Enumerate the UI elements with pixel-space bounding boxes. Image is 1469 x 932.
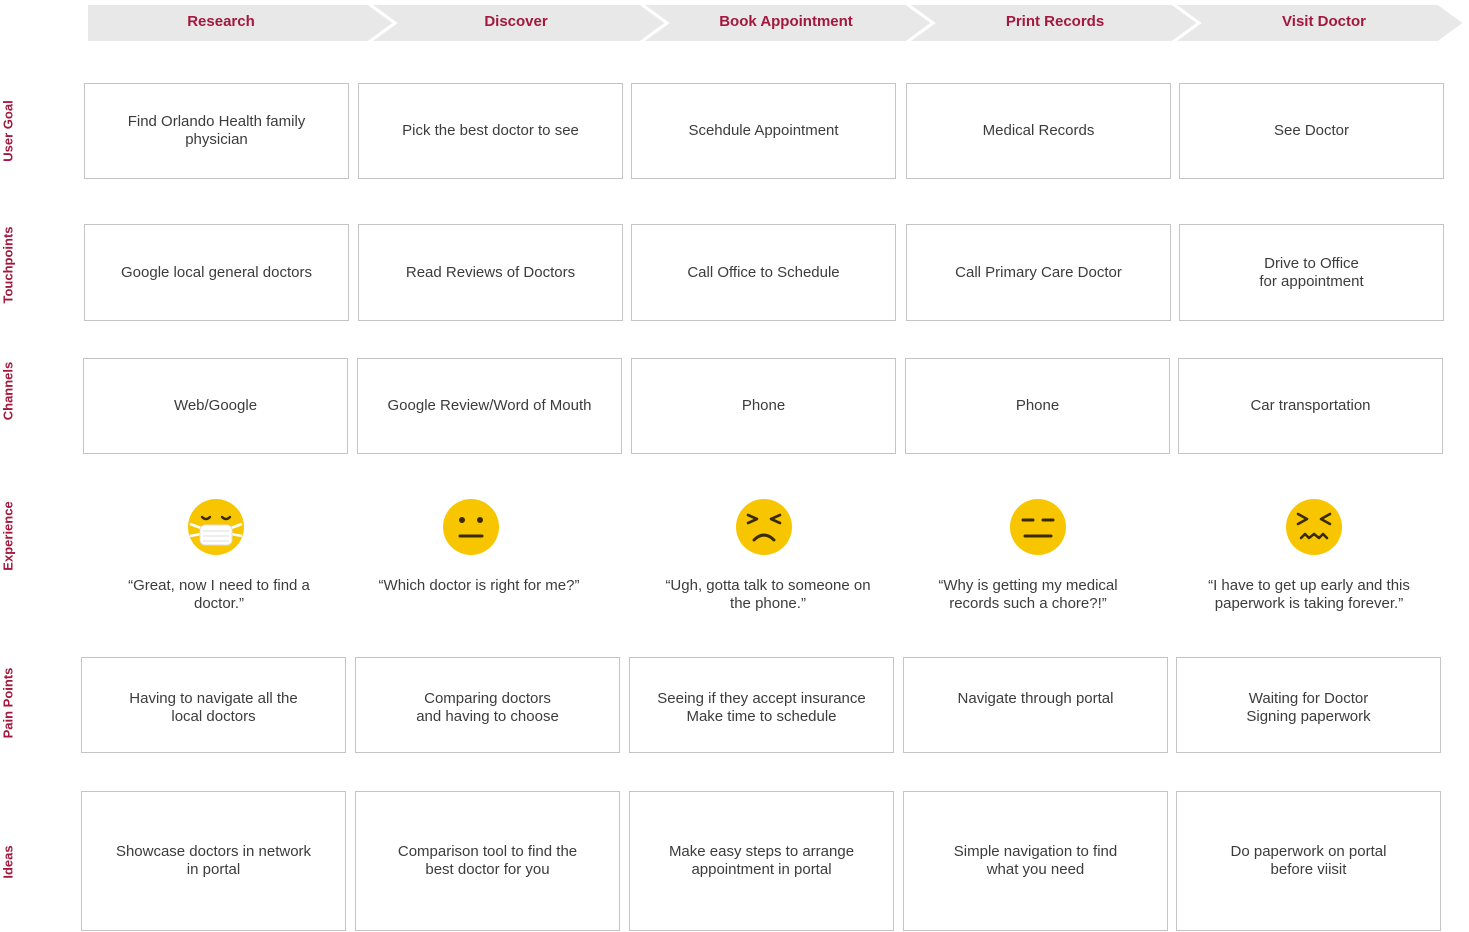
row-label-channels: Channels [0,361,16,421]
user-goal-cell-discover: Pick the best doctor to see [358,83,623,179]
mask-face-icon [188,499,244,555]
stage-chevron-book-appointment [638,3,934,43]
neutral-face-icon [443,499,499,555]
touchpoint-cell-book-appointment: Call Office to Schedule [631,224,896,321]
touchpoint-cell-print-records: Call Primary Care Doctor [906,224,1171,321]
channel-cell-discover: Google Review/Word of Mouth [357,358,622,454]
experience-quote-research: “Great, now I need to find a doctor.” [128,577,310,612]
stage-chevron-print-records [904,3,1200,43]
stage-label-print-records: Print Records [1005,13,1105,30]
pain-point-cell-discover: Comparing doctors and having to choose [355,657,620,753]
experience-quote-print-records: “Why is getting my medical records such … [938,577,1118,612]
row-label-experience: Experience [0,501,16,571]
row-label-pain-points: Pain Points [0,667,16,739]
idea-cell-visit-doctor: Do paperwork on portal before viisit [1176,791,1441,931]
stage-chevron-visit-doctor [1170,3,1466,43]
stage-chevron-discover [366,3,668,43]
stage-label-visit-doctor: Visit Doctor [1282,13,1366,30]
stage-label-book-appointment: Book Appointment [719,13,853,30]
expressionless-face-icon [1010,499,1066,555]
row-label-touchpoints: Touchpoints [0,226,16,304]
stage-chevron-research [86,3,396,43]
user-goal-cell-research: Find Orlando Health family physician [84,83,349,179]
confounded-face-icon [736,499,792,555]
stage-bar [86,3,1466,43]
pain-point-cell-visit-doctor: Waiting for Doctor Signing paperwork [1176,657,1441,753]
experience-quote-visit-doctor: “I have to get up early and this paperwo… [1208,577,1410,612]
stage-label-discover: Discover [484,13,548,30]
experience-quote-book-appointment: “Ugh, gotta talk to someone on the phone… [665,577,871,612]
channel-cell-book-appointment: Phone [631,358,896,454]
pain-point-cell-book-appointment: Seeing if they accept insurance Make tim… [629,657,894,753]
idea-cell-book-appointment: Make easy steps to arrange appointment i… [629,791,894,931]
user-goal-cell-book-appointment: Scehdule Appointment [631,83,896,179]
wavy-mouth-face-icon [1286,499,1342,555]
pain-point-cell-research: Having to navigate all the local doctors [81,657,346,753]
pain-point-cell-print-records: Navigate through portal [903,657,1168,753]
channel-cell-visit-doctor: Car transportation [1178,358,1443,454]
channel-cell-print-records: Phone [905,358,1170,454]
user-goal-cell-print-records: Medical Records [906,83,1171,179]
touchpoint-cell-visit-doctor: Drive to Office for appointment [1179,224,1444,321]
row-label-ideas: Ideas [0,845,16,879]
user-goal-cell-visit-doctor: See Doctor [1179,83,1444,179]
stage-label-research: Research [187,13,255,30]
experience-quote-discover: “Which doctor is right for me?” [378,577,580,594]
row-label-user-goal: User Goal [0,100,16,162]
touchpoint-cell-discover: Read Reviews of Doctors [358,224,623,321]
idea-cell-print-records: Simple navigation to find what you need [903,791,1168,931]
touchpoint-cell-research: Google local general doctors [84,224,349,321]
idea-cell-research: Showcase doctors in network in portal [81,791,346,931]
channel-cell-research: Web/Google [83,358,348,454]
idea-cell-discover: Comparison tool to find the best doctor … [355,791,620,931]
